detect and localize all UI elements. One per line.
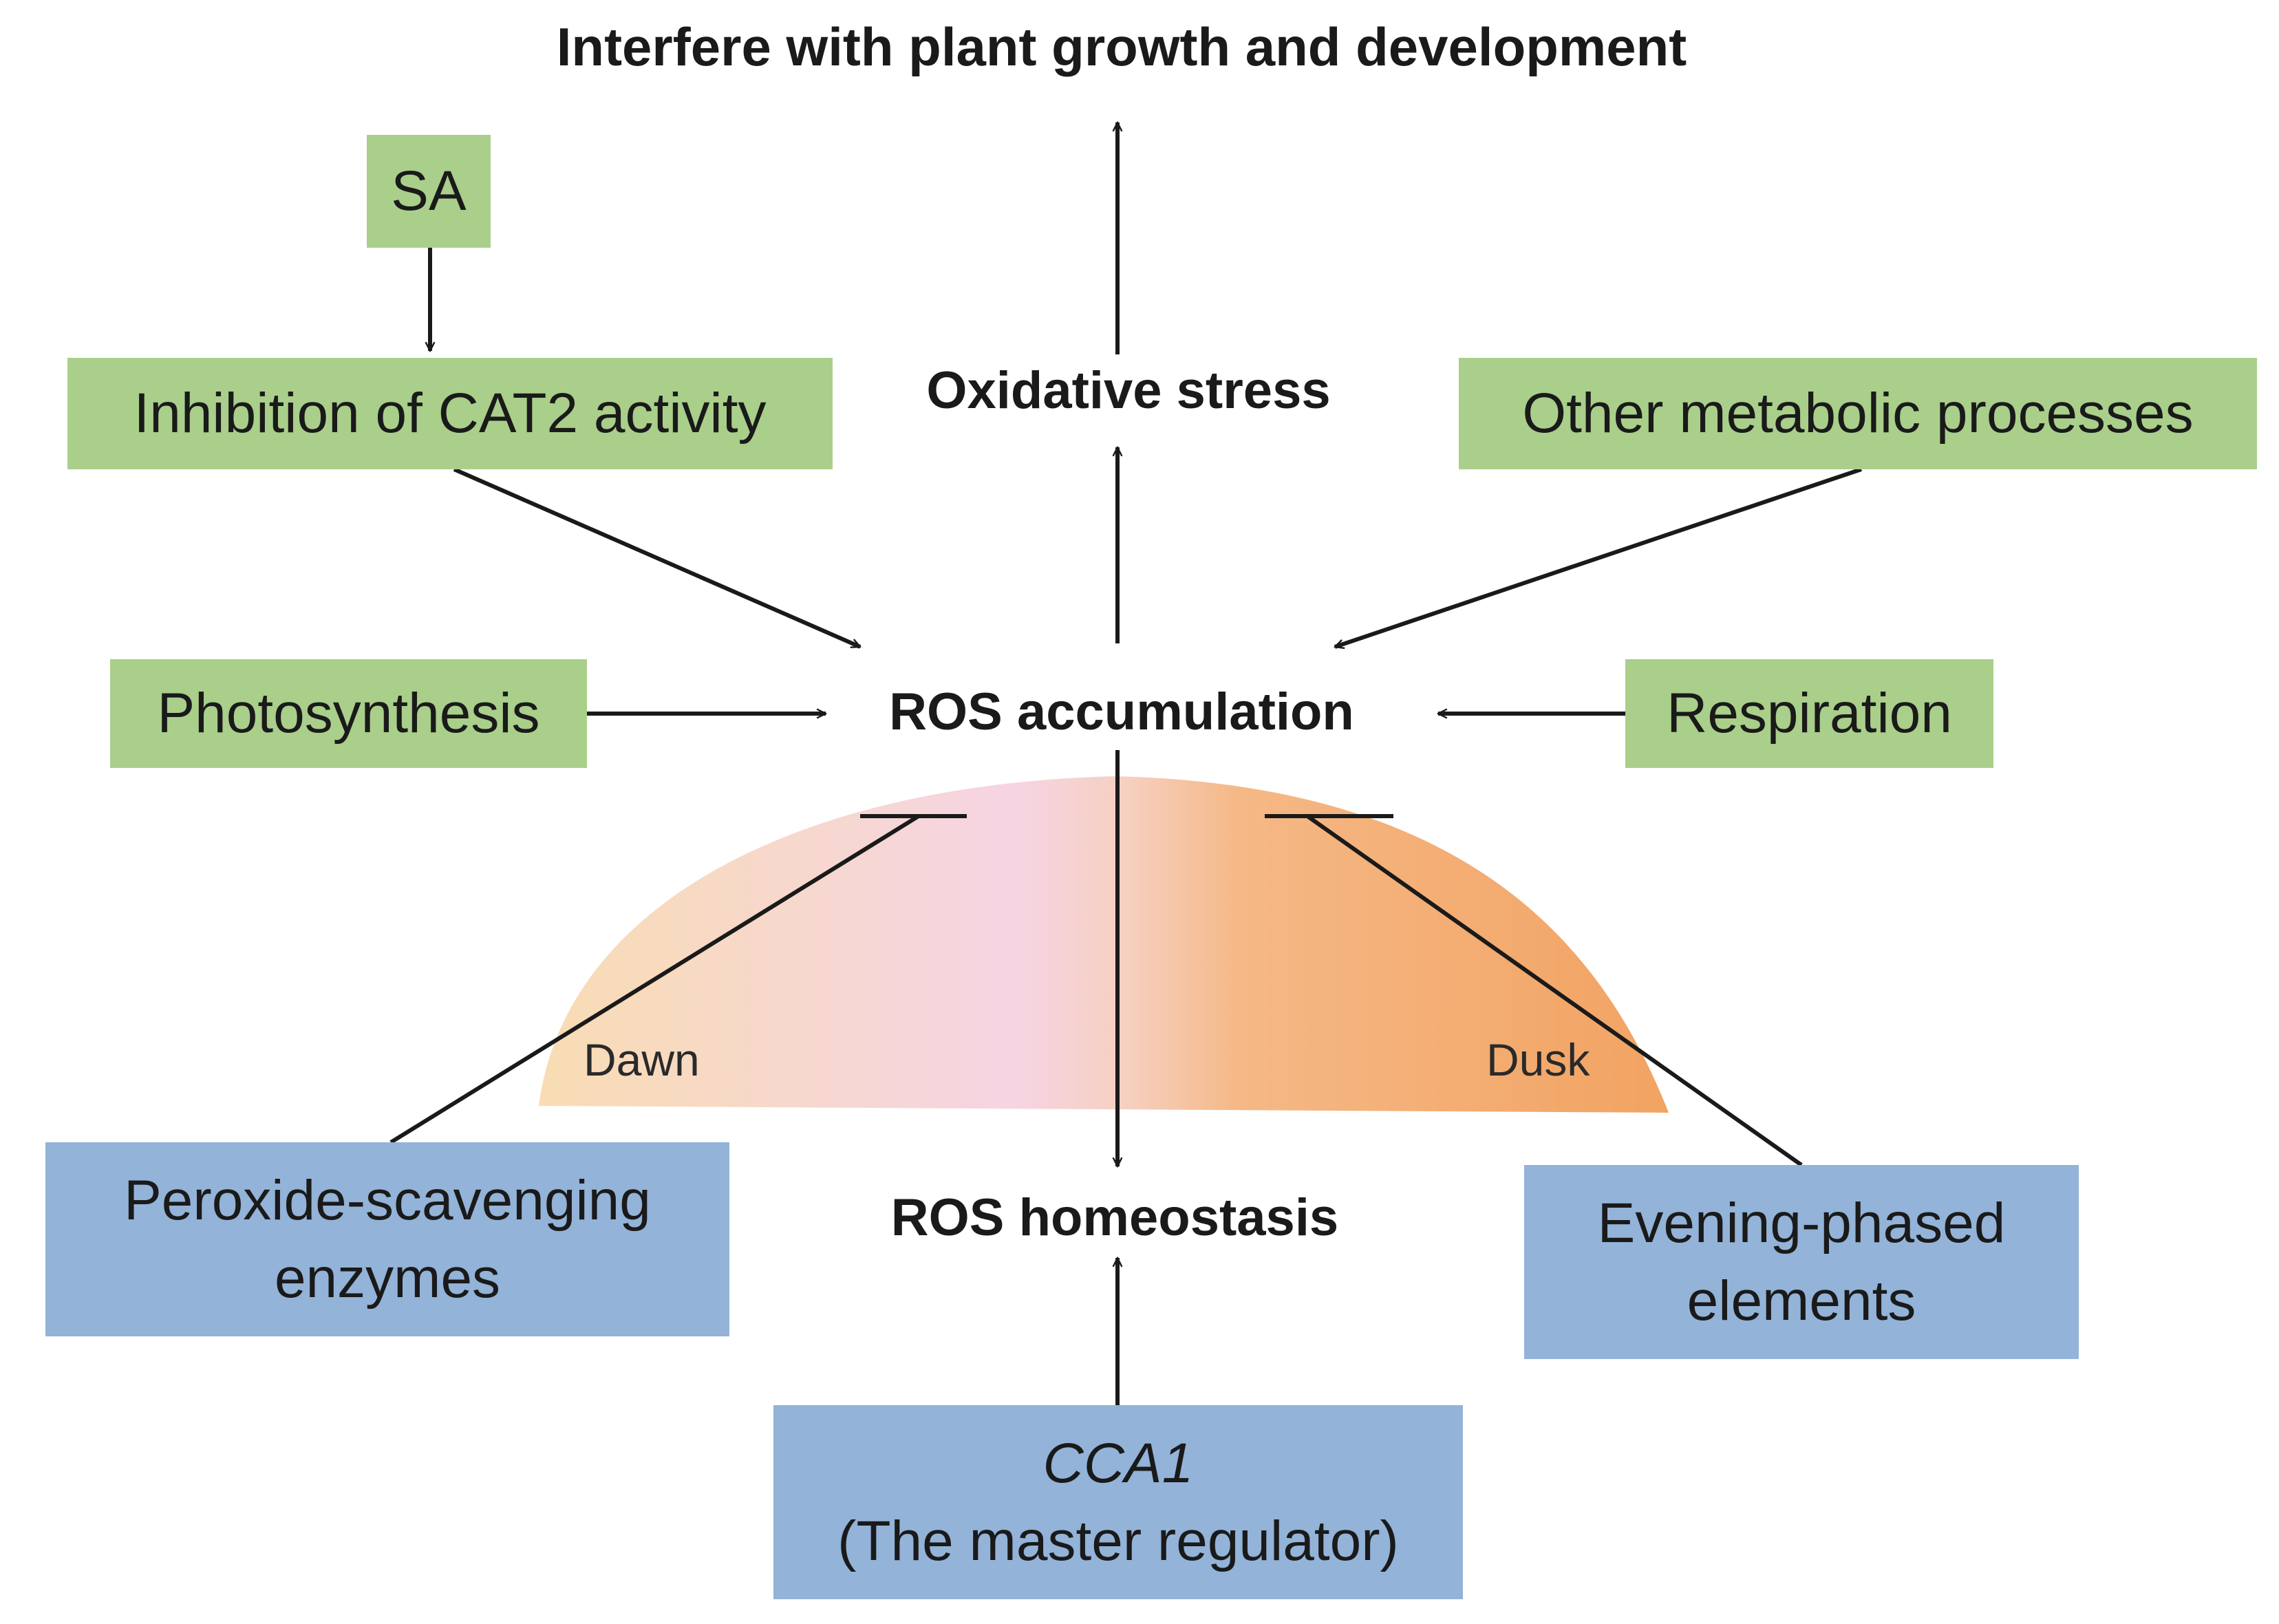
oxidative-stress-label: Oxidative stress xyxy=(898,354,1359,427)
growth-interference-label: Interfere with plant growth and developm… xyxy=(556,17,1687,77)
cca1-box: CCA1 (The master regulator) xyxy=(773,1405,1463,1599)
evening-phased-line1: Evening-phased xyxy=(1597,1191,2006,1254)
photosynthesis-label: Photosynthesis xyxy=(157,682,540,745)
sa-label: SA xyxy=(391,160,467,223)
cca1-role-label: (The master regulator) xyxy=(837,1510,1399,1572)
dusk-label: Dusk xyxy=(1486,1034,1590,1085)
respiration-box: Respiration xyxy=(1625,659,1993,768)
cca1-gene-label: CCA1 xyxy=(1042,1431,1194,1495)
ros-accumulation-label: ROS accumulation xyxy=(864,674,1380,750)
inhibition-peroxide-line xyxy=(389,814,920,1144)
peroxide-scavenging-line1: Peroxide-scavenging xyxy=(124,1168,651,1232)
dawn-label: Dawn xyxy=(584,1034,700,1085)
sa-box: SA xyxy=(367,135,491,248)
evening-phased-line2: elements xyxy=(1687,1270,1916,1332)
other-metabolic-label: Other metabolic processes xyxy=(1522,382,2194,445)
respiration-label: Respiration xyxy=(1667,682,1952,745)
cat2-inhibition-box: Inhibition of CAT2 activity xyxy=(67,358,833,469)
peroxide-scavenging-box: Peroxide-scavenging enzymes xyxy=(45,1142,729,1336)
ros-homeostasis-label: ROS homeostasis xyxy=(864,1180,1366,1256)
cat2-inhibition-label: Inhibition of CAT2 activity xyxy=(133,382,767,445)
photosynthesis-box: Photosynthesis xyxy=(110,659,587,768)
peroxide-scavenging-line2: enzymes xyxy=(274,1247,501,1310)
arrow-cat2-to-ros xyxy=(453,467,860,649)
inhibition-evening-line xyxy=(1306,814,1803,1167)
arrow-metabolic-to-ros xyxy=(1335,467,1862,647)
other-metabolic-box: Other metabolic processes xyxy=(1459,358,2257,469)
evening-phased-box: Evening-phased elements xyxy=(1524,1165,2079,1359)
day-cycle-dome xyxy=(539,776,1669,1113)
